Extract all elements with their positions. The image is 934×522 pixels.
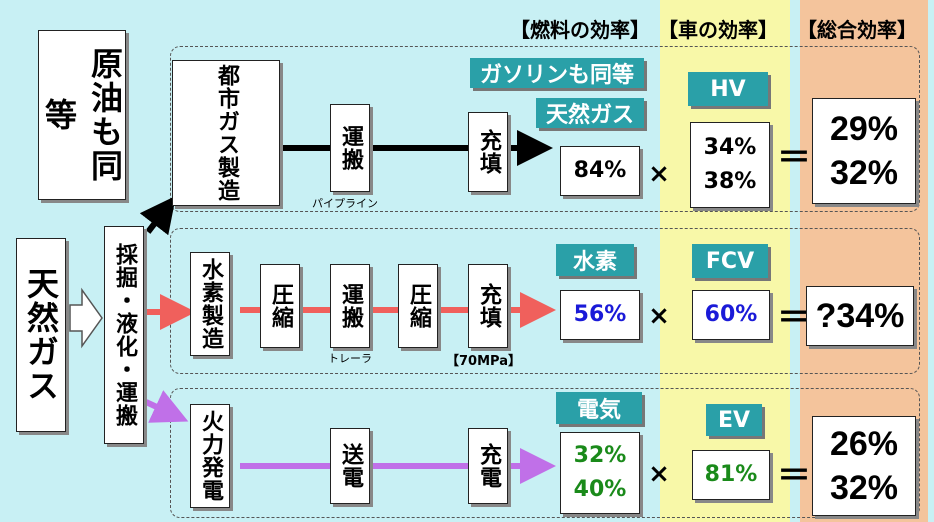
vehicle-efficiency-hv: 34% 38% — [690, 122, 770, 208]
equals-operator-electricity: ＝ — [777, 455, 811, 496]
step-thermal-power: 火力発電 — [190, 404, 230, 508]
step-city-gas-production: 都市ガス製造 — [172, 60, 280, 206]
total-efficiency-hydrogen: ?34% — [806, 286, 914, 346]
vehicle-efficiency-fcv: 60% — [692, 290, 770, 340]
step-hydrogen-filling: 充填 — [468, 264, 508, 348]
step-gas-transport: 運搬 — [330, 104, 370, 192]
step-compression-2: 圧縮 — [398, 264, 438, 348]
header-vehicle-efficiency: 【車の効率】 — [658, 18, 778, 42]
source-arrow-shape — [69, 287, 103, 349]
process-box: 採掘・液化・運搬 — [104, 226, 144, 444]
header-fuel-efficiency: 【燃料の効率】 — [510, 18, 650, 42]
header-total-efficiency: 【総合効率】 — [797, 18, 917, 42]
tag-gasoline-equivalent: ガソリンも同等 — [470, 58, 644, 88]
step-compression-1: 圧縮 — [260, 264, 300, 348]
source-natural-gas-text: 天然ガス — [22, 267, 60, 403]
oil-note-box: 原油も同等 — [38, 30, 126, 200]
times-operator-hydrogen: × — [648, 301, 670, 331]
tag-fcv: FCV — [692, 244, 768, 278]
equals-operator-gas: ＝ — [777, 137, 811, 178]
tag-hydrogen: 水素 — [556, 244, 634, 276]
step-hydrogen-production: 水素製造 — [190, 252, 230, 356]
fuel-efficiency-gas: 84% — [560, 146, 640, 196]
trailer-note: トレーラ — [328, 352, 372, 365]
pressure-note: 【70MPa】 — [446, 354, 521, 369]
total-efficiency-gas: 29% 32% — [812, 98, 916, 204]
route-city-gas-group — [170, 46, 920, 212]
step-transmission: 送電 — [330, 428, 370, 504]
step-hydrogen-transport: 運搬 — [330, 264, 370, 348]
vehicle-efficiency-ev: 81% — [692, 450, 770, 500]
step-charging: 充電 — [468, 428, 508, 504]
fuel-efficiency-hydrogen: 56% — [560, 290, 640, 340]
oil-note-text: 原油も同等 — [40, 47, 124, 183]
times-operator-electricity: × — [648, 459, 670, 489]
fuel-efficiency-electricity: 32% 40% — [560, 432, 640, 514]
branch-arrow-gas — [139, 195, 177, 236]
total-efficiency-electricity: 26% 32% — [812, 416, 916, 516]
pipeline-note: パイプライン — [312, 197, 378, 210]
route-electricity-group — [170, 388, 920, 518]
tag-hv: HV — [688, 72, 768, 106]
source-natural-gas-box: 天然ガス — [16, 238, 66, 432]
times-operator-gas: × — [648, 159, 670, 189]
branch-arrow-electricity — [144, 390, 189, 423]
process-text: 採掘・液化・運搬 — [112, 243, 137, 427]
step-gas-filling: 充填 — [468, 112, 508, 192]
tag-electricity: 電気 — [556, 392, 642, 424]
tag-ev: EV — [706, 404, 762, 436]
equals-operator-hydrogen: ＝ — [777, 297, 811, 338]
tag-natural-gas: 天然ガス — [536, 98, 644, 128]
